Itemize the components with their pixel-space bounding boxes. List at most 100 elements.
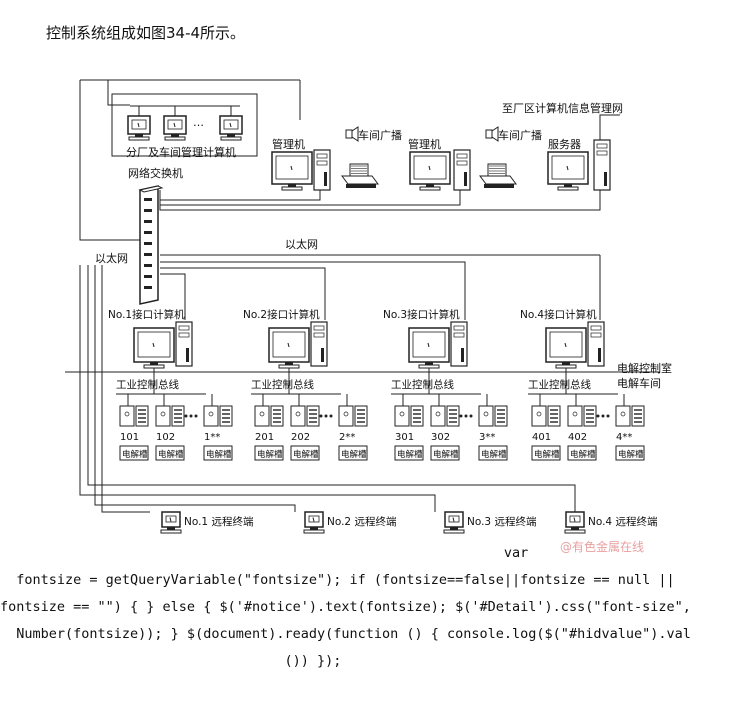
cell-tank-label: 电解槽 — [618, 449, 644, 460]
cell-tank-label: 电解槽 — [481, 449, 507, 460]
speaker-icon — [485, 126, 499, 142]
network-switch-icon — [138, 185, 164, 305]
tank-box — [567, 445, 597, 461]
branch-pcs-label: 分厂及车间管理计算机 — [126, 146, 236, 159]
ethernet-left-label: 以太网 — [95, 252, 128, 265]
ellipsis-dot — [459, 414, 463, 418]
management-pc-monitor-icon — [271, 151, 313, 191]
broadcast1-label: 车间广播 — [358, 129, 402, 142]
control-system-diagram: No.1接口计算机工业控制总线101电解槽102电解槽1**电解槽No.2接口计… — [65, 79, 660, 534]
printer-icon — [479, 163, 517, 188]
ellipsis-dot — [606, 414, 610, 418]
broadcast2-label: 车间广播 — [498, 129, 542, 142]
interface-tower-icon — [175, 321, 193, 367]
code-line: var — [0, 545, 529, 561]
printer-icon — [341, 163, 379, 188]
keypad-icon — [583, 405, 597, 427]
tank-box — [394, 445, 424, 461]
watermark: @有色金属在线 — [560, 540, 645, 554]
branch-pc-monitor-icon — [163, 115, 187, 141]
interface-tower-icon — [587, 321, 605, 367]
management-pc-monitor-icon — [409, 151, 451, 191]
cell-tank-label: 电解槽 — [341, 449, 367, 460]
industrial-bus-label: 工业控制总线 — [116, 378, 179, 391]
cell-number-label: 301 — [395, 432, 414, 443]
code-text: var fontsize = getQueryVariable("fontsiz… — [0, 540, 730, 675]
ellipsis-dot — [184, 414, 188, 418]
ellipsis-dot — [189, 414, 193, 418]
cell-tank-label: 电解槽 — [433, 449, 459, 460]
remote-terminal-label: No.3 远程终端 — [467, 515, 537, 528]
cell-number-label: 302 — [431, 432, 450, 443]
keypad-icon — [547, 405, 561, 427]
server-tower-icon — [593, 139, 611, 191]
cell-number-label: 201 — [255, 432, 274, 443]
cell-number-label: 202 — [291, 432, 310, 443]
cell-tank-label: 电解槽 — [570, 449, 596, 460]
management-pc-tower-icon — [313, 149, 331, 191]
cell-tank-label: 电解槽 — [293, 449, 319, 460]
cell-number-label: 401 — [532, 432, 551, 443]
cell-tank-label: 电解槽 — [257, 449, 283, 460]
code-line: Number(fontsize)); } $(document).ready(f… — [0, 626, 691, 642]
diagram-labels: 分厂及车间管理计算机 … 网络交换机 管理机 管理机 车间广播 车间广播 服务器… — [95, 102, 672, 390]
tank-box — [531, 445, 561, 461]
cell-number-label: 4** — [616, 432, 632, 443]
cell-tank-label: 电解槽 — [122, 449, 148, 460]
ellipsis-dot — [601, 414, 605, 418]
interface-computer-label: No.1接口计算机 — [108, 308, 185, 321]
tank-box — [338, 445, 368, 461]
industrial-bus-label: 工业控制总线 — [391, 378, 454, 391]
interface-tower-icon — [310, 321, 328, 367]
ellipsis-dot — [324, 414, 328, 418]
switch-label: 网络交换机 — [128, 167, 183, 180]
mgmt2-label: 管理机 — [408, 138, 441, 151]
speaker-icon — [345, 126, 359, 142]
code-line: fontsize = getQueryVariable("fontsize");… — [0, 572, 675, 588]
keypad-icon — [219, 405, 233, 427]
remote-terminal-icon — [160, 511, 182, 534]
cell-number-label: 402 — [568, 432, 587, 443]
interface-monitor-icon — [268, 327, 310, 369]
keypad-icon — [410, 405, 424, 427]
cell-number-label: 102 — [156, 432, 175, 443]
remote-terminal-icon — [303, 511, 325, 534]
tank-box — [203, 445, 233, 461]
interface-monitor-icon — [408, 327, 450, 369]
server-label: 服务器 — [548, 138, 581, 151]
tank-box — [615, 445, 645, 461]
tank-box — [119, 445, 149, 461]
interface-tower-icon — [450, 321, 468, 367]
industrial-bus-label: 工业控制总线 — [528, 378, 591, 391]
page-title: 控制系统组成如图34-4所示。 — [46, 24, 246, 42]
remote-terminal-label: No.1 远程终端 — [184, 515, 254, 528]
cell-number-label: 1** — [204, 432, 220, 443]
interface-computer-label: No.3接口计算机 — [383, 308, 460, 321]
plant-net-label: 至厂区计算机信息管理网 — [502, 102, 623, 115]
cell-tank-label: 电解槽 — [534, 449, 560, 460]
tank-box — [254, 445, 284, 461]
cell-tank-label: 电解槽 — [206, 449, 232, 460]
code-line: fontsize == "") { } else { $('#notice').… — [0, 599, 691, 615]
cell-tank-label: 电解槽 — [158, 449, 184, 460]
keypad-icon — [446, 405, 460, 427]
interface-computer-label: No.4接口计算机 — [520, 308, 597, 321]
tank-box — [478, 445, 508, 461]
keypad-icon — [354, 405, 368, 427]
interface-computer-label: No.2接口计算机 — [243, 308, 320, 321]
workshop-label: 电解车间 — [617, 377, 661, 390]
server-monitor-icon — [547, 151, 589, 191]
ethernet-mid-label: 以太网 — [285, 238, 318, 251]
keypad-icon — [494, 405, 508, 427]
keypad-icon — [270, 405, 284, 427]
tank-box — [290, 445, 320, 461]
keypad-icon — [306, 405, 320, 427]
remote-terminal-icon — [564, 511, 586, 534]
keypad-icon — [631, 405, 645, 427]
management-pc-tower-icon — [453, 149, 471, 191]
interface-monitor-icon — [545, 327, 587, 369]
ellipsis-dot — [319, 414, 323, 418]
ellipsis-dot — [464, 414, 468, 418]
cell-tank-label: 电解槽 — [397, 449, 423, 460]
keypad-icon — [135, 405, 149, 427]
